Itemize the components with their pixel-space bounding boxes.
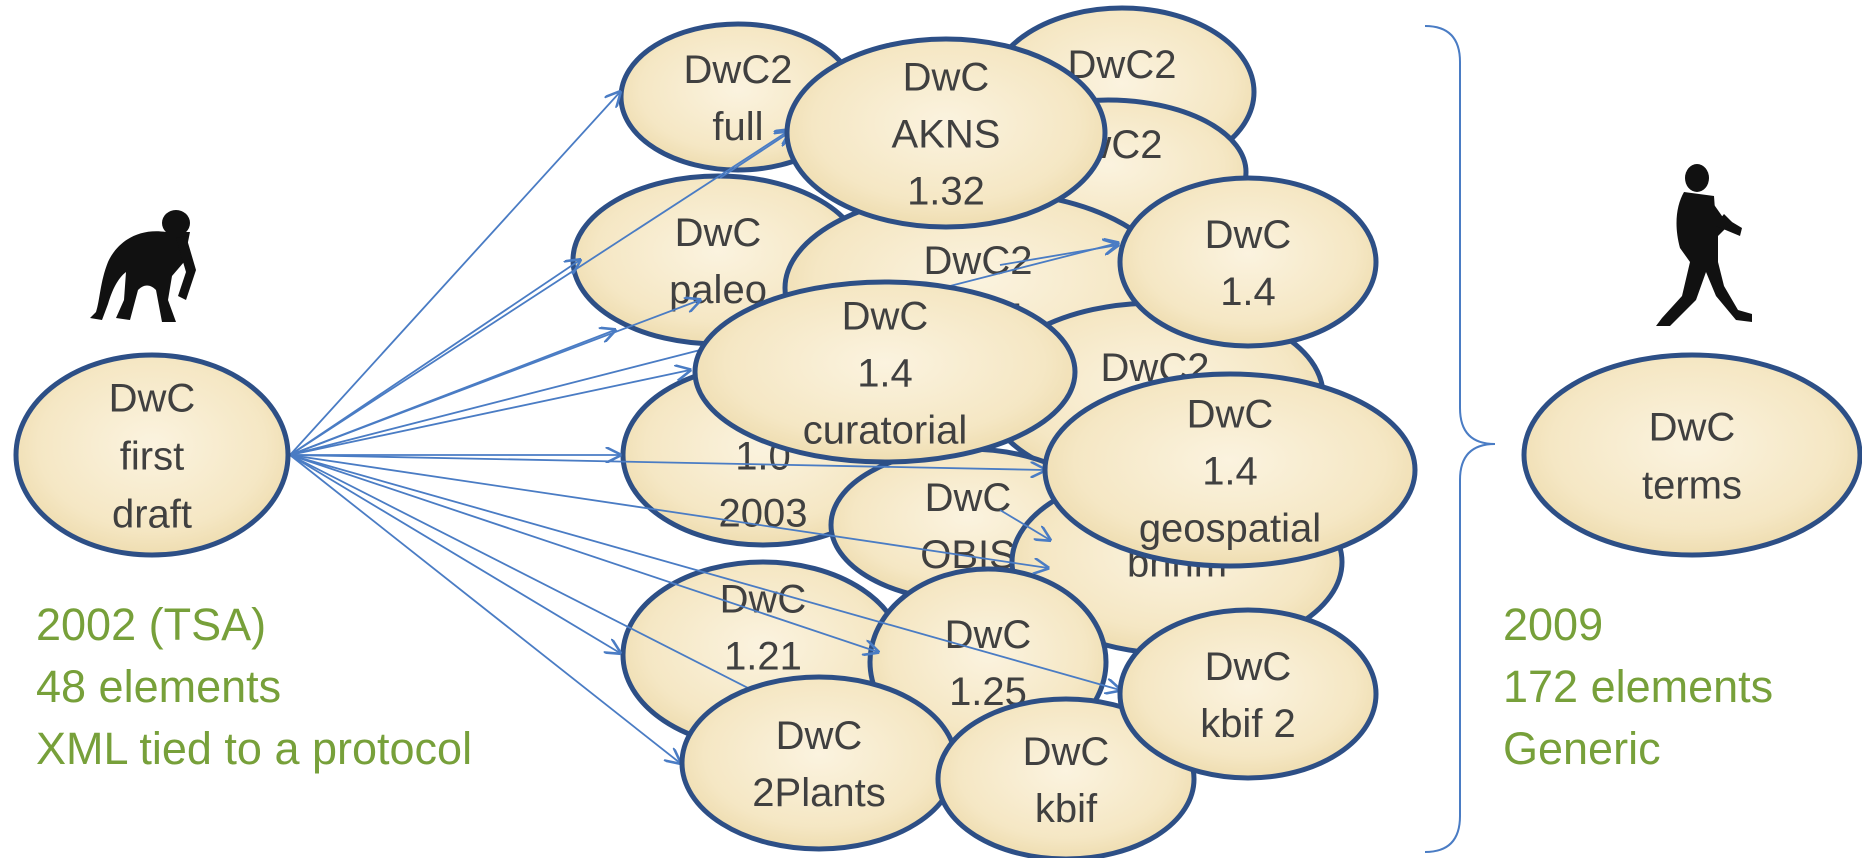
node-label-line: 1.4 <box>857 351 913 395</box>
node-ellipse <box>13 352 291 558</box>
node-dwc-akns-1-32: DwC AKNS 1.32 <box>784 36 1108 230</box>
node-label-line: kbif 2 <box>1200 702 1296 746</box>
evolution-arrow <box>289 454 620 653</box>
node-label-line: DwC <box>842 294 929 338</box>
node-dwc-2plants: DwC 2Plants <box>679 674 959 852</box>
node-label-line: DwC <box>675 211 762 255</box>
node-label-line: DwC <box>1023 730 1110 774</box>
right-caption: 2009 172 elements Generic <box>1503 594 1773 780</box>
node-label-line: geospatial <box>1139 506 1321 550</box>
node-label-line: draft <box>112 492 192 536</box>
node-dwc-terms: DwC terms <box>1521 352 1862 558</box>
human-silhouette-icon <box>1656 164 1752 326</box>
node-label-line: DwC <box>925 476 1012 520</box>
endpoint-nodes: DwC first draft DwC terms <box>13 352 1862 558</box>
left-caption: 2002 (TSA) 48 elements XML tied to a pro… <box>36 594 472 780</box>
node-dwc-first-draft: DwC first draft <box>13 352 291 558</box>
node-label-line: DwC2 <box>684 48 793 92</box>
node-label-line: DwC <box>1649 405 1736 449</box>
node-label-line: DwC <box>903 55 990 99</box>
node-label-line: DwC <box>1187 392 1274 436</box>
node-ellipse <box>679 674 959 852</box>
right-caption-format: Generic <box>1503 723 1661 774</box>
node-label-line: AKNS <box>892 112 1001 156</box>
node-ellipse <box>1042 371 1418 569</box>
node-label-line: DwC2 <box>924 239 1033 283</box>
node-dwc-kbif: DwC kbif <box>935 696 1197 858</box>
node-label-line: DwC2 <box>1068 43 1177 87</box>
evolution-arrow <box>719 132 790 179</box>
right-caption-elements: 172 elements <box>1503 661 1774 712</box>
node-label-line: kbif <box>1035 787 1098 831</box>
node-label-line: DwC <box>945 613 1032 657</box>
evolution-arrow <box>289 300 700 456</box>
node-ellipse <box>1521 352 1862 558</box>
node-label-line: 1.4 <box>1220 270 1276 314</box>
evolution-arrow <box>289 260 580 456</box>
left-caption-format: XML tied to a protocol <box>36 723 473 774</box>
node-ellipse <box>1117 607 1379 781</box>
node-label-line: terms <box>1642 463 1742 507</box>
node-ellipse <box>784 36 1108 230</box>
evolution-arrow <box>289 454 680 763</box>
grouping-bracket <box>1424 25 1496 853</box>
node-label-line: 1.4 <box>1202 449 1258 493</box>
evolution-arrow <box>289 454 1120 690</box>
evolution-arrow <box>999 509 1050 540</box>
evolution-arrows <box>289 92 1120 778</box>
node-label-line: 1.32 <box>907 169 985 213</box>
node-ellipse <box>692 279 1078 465</box>
evolution-arrow <box>289 454 1045 470</box>
node-ellipse <box>1117 175 1379 349</box>
node-label-line: first <box>120 434 184 478</box>
evolution-arrow <box>289 130 790 456</box>
evolution-arrow <box>289 370 690 456</box>
node-label-line: DwC <box>1205 213 1292 257</box>
left-caption-elements: 48 elements <box>36 661 282 712</box>
node-dwc-kbif-2: DwC kbif 2 <box>1117 607 1379 781</box>
right-caption-year: 2009 <box>1503 599 1604 650</box>
node-label-line: DwC <box>720 577 807 621</box>
node-dwc-1-4: DwC 1.4 <box>1117 175 1379 349</box>
node-label-line: DwC <box>776 714 863 758</box>
evolution-arrow <box>999 245 1118 266</box>
node-dwc-1-4-geospatial: DwC 1.4 geospatial <box>1042 371 1418 569</box>
node-label-line: 2Plants <box>752 771 885 815</box>
node-label-line: full <box>712 105 763 149</box>
node-label-line: DwC <box>109 376 196 420</box>
node-ellipse <box>935 696 1197 858</box>
node-label-line: curatorial <box>803 408 968 452</box>
node-dwc-1-4-curatorial: DwC 1.4 curatorial <box>692 279 1078 465</box>
node-label-line: DwC <box>1205 645 1292 689</box>
left-caption-year: 2002 (TSA) <box>36 599 267 650</box>
evolution-arrow <box>289 92 620 456</box>
evolution-arrow <box>289 454 1048 568</box>
ape-silhouette-icon <box>90 210 196 322</box>
node-label-line: 2003 <box>719 491 808 535</box>
evolution-arrow <box>289 454 878 652</box>
node-label-line: 1.21 <box>724 634 802 678</box>
